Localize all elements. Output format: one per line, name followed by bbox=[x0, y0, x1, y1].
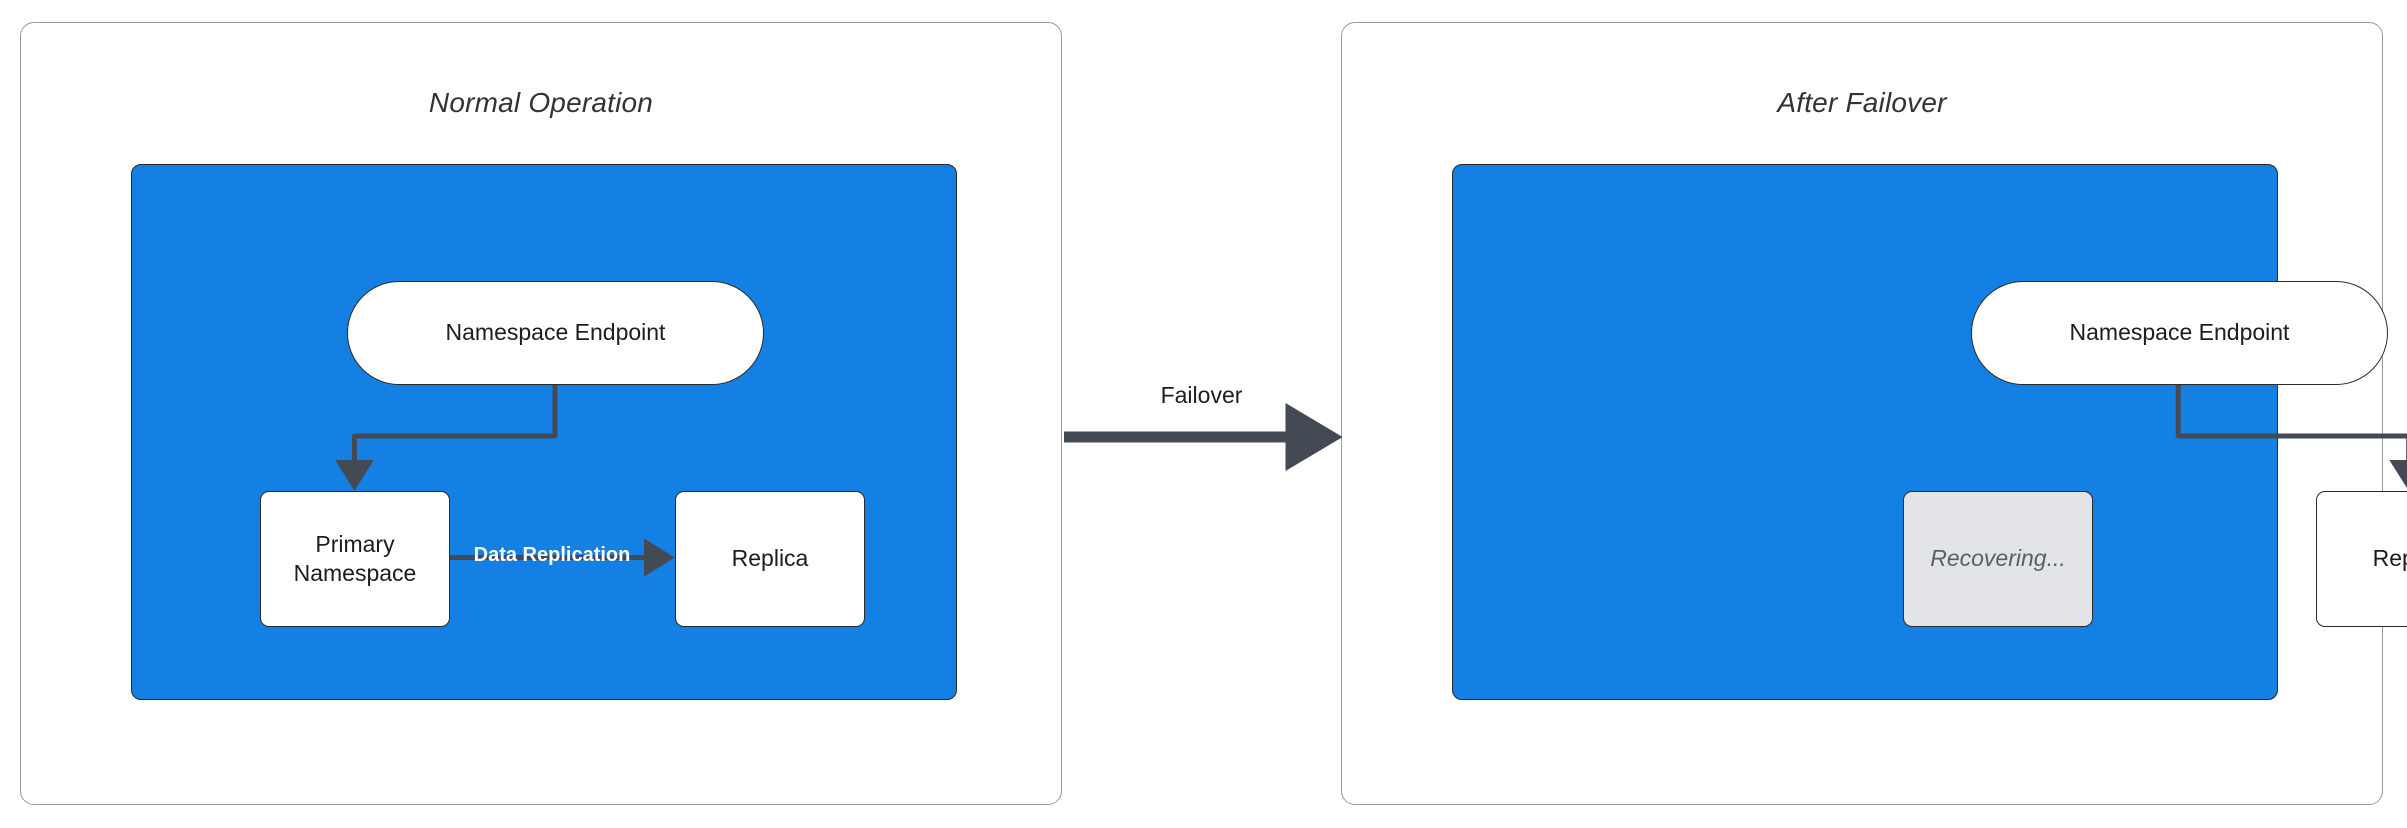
node-recovering[interactable]: Recovering... bbox=[1903, 491, 2093, 627]
edge-endpoint-to-replica bbox=[2175, 381, 2407, 491]
failover-transition: Failover bbox=[1062, 370, 1343, 490]
connector-layer-after-failover bbox=[2175, 381, 2407, 491]
failover-arrow-svg bbox=[1064, 402, 1343, 472]
group-region-normal-operation: Namespace Endpoint Primary Namespace Rep… bbox=[131, 164, 957, 700]
node-primary-namespace[interactable]: Primary Namespace bbox=[260, 491, 450, 627]
node-label-line2: Namespace bbox=[293, 560, 417, 586]
edge-endpoint-to-primary bbox=[335, 381, 558, 491]
edge-label-data-replication: Data Replication bbox=[473, 544, 631, 566]
node-label: Recovering... bbox=[1930, 545, 2066, 572]
panel-title-normal-operation: Normal Operation bbox=[428, 87, 654, 118]
failover-label: Failover bbox=[1160, 382, 1243, 408]
node-label: Namespace Endpoint bbox=[2069, 319, 2290, 346]
node-replica[interactable]: Replica bbox=[2316, 491, 2407, 627]
node-label-line1: Primary bbox=[315, 530, 395, 557]
node-label: Namespace Endpoint bbox=[445, 319, 666, 346]
node-namespace-endpoint[interactable]: Namespace Endpoint bbox=[347, 281, 764, 385]
node-label: Primary Namespace bbox=[294, 530, 417, 589]
panel-title-after-failover: After Failover bbox=[1777, 87, 1947, 118]
node-namespace-endpoint[interactable]: Namespace Endpoint bbox=[1971, 281, 2388, 385]
node-label: Replica bbox=[731, 545, 809, 572]
panel-normal-operation: Normal Operation Namesp bbox=[20, 22, 1062, 805]
group-region-after-failover: Namespace Endpoint Recovering... Replica bbox=[1452, 164, 2407, 700]
node-label: Replica bbox=[2372, 545, 2407, 572]
panel-after-failover: After Failover Namespace Endpoint Recove… bbox=[1341, 22, 2407, 805]
node-replica[interactable]: Replica bbox=[675, 491, 865, 627]
